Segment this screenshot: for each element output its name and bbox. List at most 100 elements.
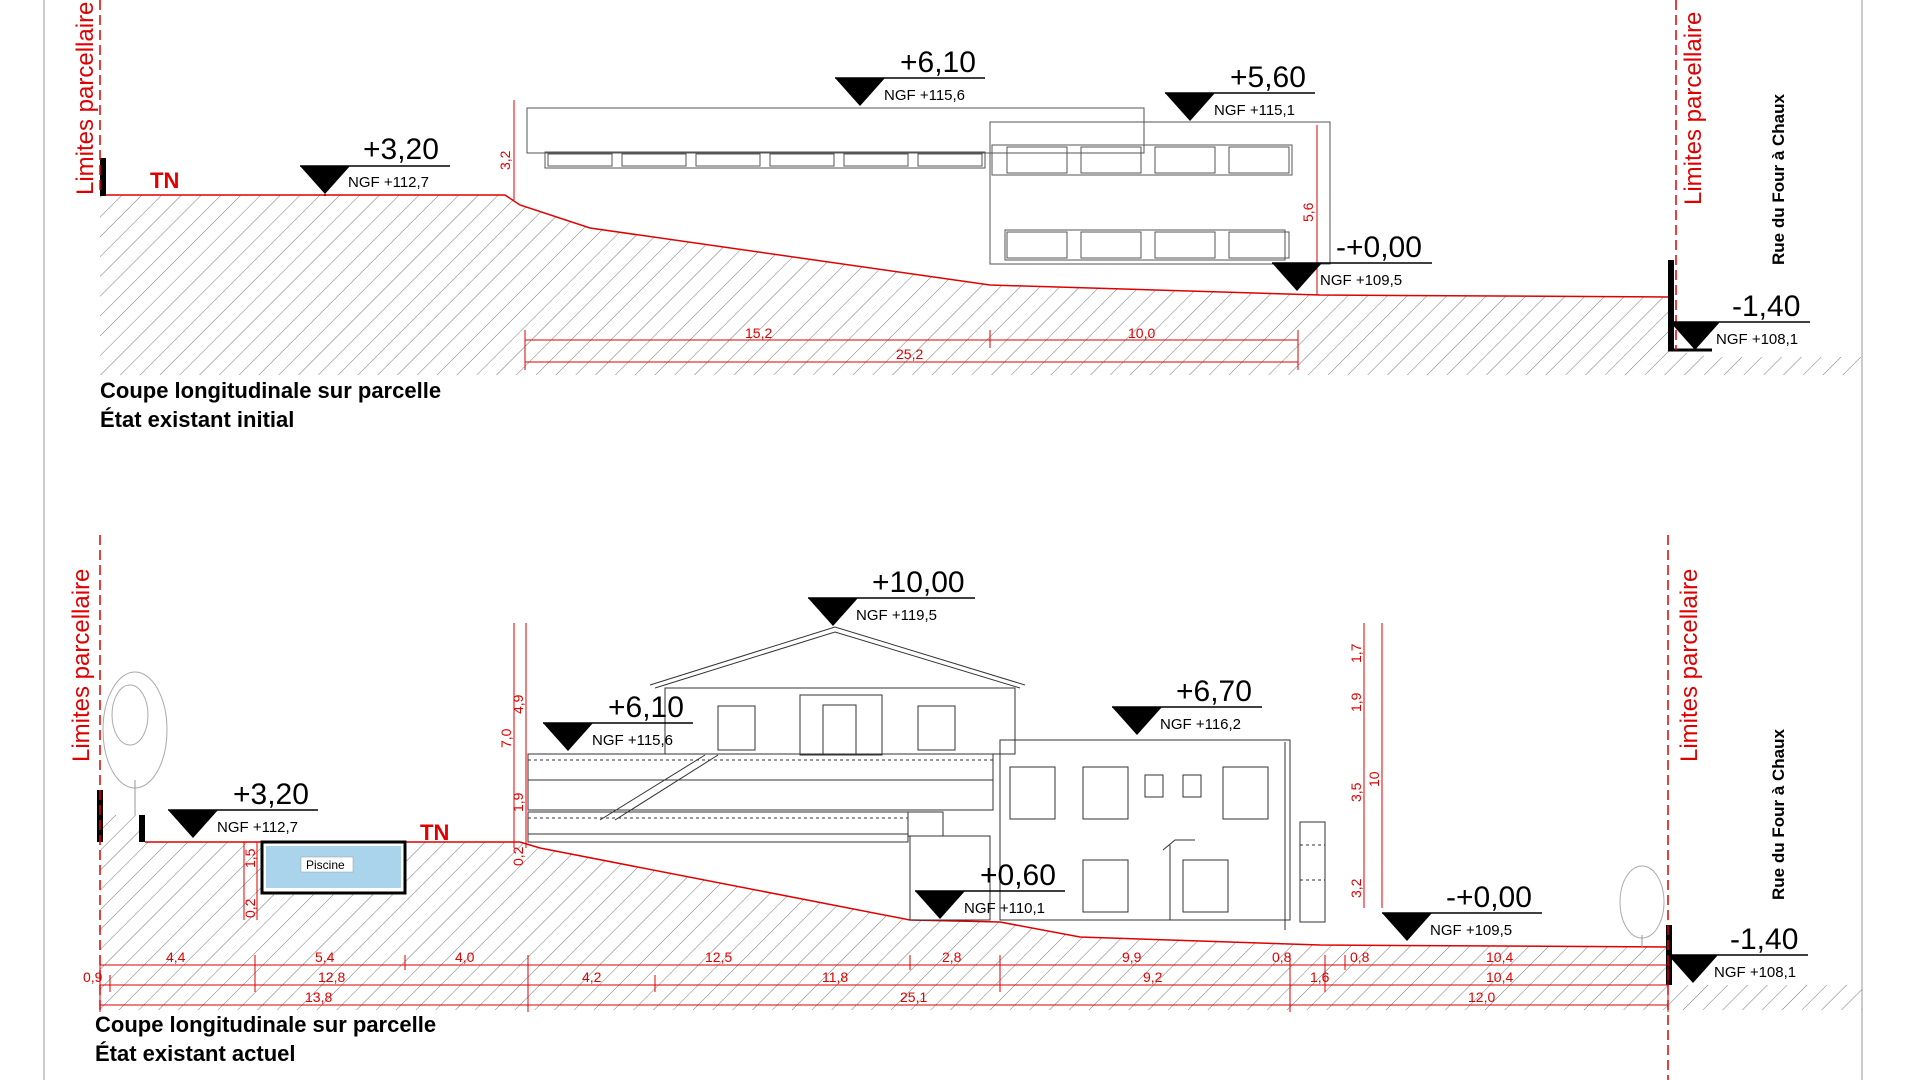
- dim-row1-c: 4,0: [455, 949, 475, 965]
- vdim-h2: 5,6: [1300, 202, 1316, 222]
- level-marker: -+0,00 NGF +109,5: [1382, 881, 1542, 941]
- level-ngf: NGF +115,6: [592, 732, 673, 749]
- level-ngf: NGF +115,1: [1214, 102, 1295, 119]
- street-label: Rue du Four à Chaux: [1769, 94, 1788, 266]
- hdim-d1: 15,2: [745, 325, 772, 341]
- wall-right: [1668, 260, 1674, 350]
- level-value: +0,60: [980, 859, 1056, 892]
- level-marker: +6,70 NGF +116,2: [1112, 675, 1262, 735]
- pool-dim-b: 0,2: [242, 898, 258, 918]
- level-value: +6,10: [608, 691, 684, 724]
- dim-row1-e: 2,8: [942, 949, 962, 965]
- dim-row1-i: 10,4: [1486, 949, 1513, 965]
- level-value: +6,70: [1176, 675, 1252, 708]
- caption-subtitle: État existant initial: [100, 407, 294, 432]
- level-ngf: NGF +112,7: [348, 174, 429, 191]
- dim-row3-a: 13,8: [305, 989, 332, 1005]
- dim-row1-f: 9,9: [1122, 949, 1142, 965]
- pool-dim-a: 1,5: [242, 848, 258, 868]
- vdim-a: 1,7: [1348, 643, 1364, 663]
- level-marker: -1,40 NGF +108,1: [1670, 290, 1810, 350]
- tn-label: TN: [420, 820, 449, 845]
- level-marker: -+0,00 NGF +109,5: [1272, 231, 1432, 291]
- bottom-section: Piscine Limites parcellaire Limites parc…: [68, 535, 1862, 1080]
- building-initial: [526, 107, 1331, 265]
- terrain-line: [145, 841, 1669, 948]
- level-value: -+0,00: [1446, 881, 1532, 914]
- vdim-total: 7,0: [498, 728, 514, 748]
- vdim-c: 3,5: [1348, 782, 1364, 802]
- dim-row2-f: 1,6: [1310, 969, 1330, 985]
- wall-step: [139, 815, 145, 842]
- vdim-d: 3,2: [1348, 878, 1364, 898]
- dim-row1-d: 12,5: [705, 949, 732, 965]
- level-ngf: NGF +108,1: [1714, 964, 1796, 981]
- pool-label: Piscine: [306, 858, 345, 872]
- level-marker: +6,10 NGF +115,6: [543, 691, 693, 751]
- level-marker: -1,40 NGF +108,1: [1668, 923, 1808, 983]
- wall-left: [97, 790, 103, 842]
- building-initial-windows: [547, 146, 1290, 259]
- vdim-a: 4,9: [510, 694, 526, 714]
- limit-label-right: Limites parcellaire: [1680, 12, 1707, 205]
- terrain-hatch: [100, 815, 1862, 1010]
- level-marker: +0,60 NGF +110,1: [915, 859, 1065, 919]
- street-label: Rue du Four à Chaux: [1769, 729, 1788, 901]
- limit-label-left: Limites parcellaire: [72, 2, 99, 195]
- dim-row2-e: 9,2: [1143, 969, 1163, 985]
- dim-row2-c: 4,2: [582, 969, 602, 985]
- dim-row3-c: 12,0: [1468, 989, 1495, 1005]
- terrain-hatch: [100, 195, 1862, 375]
- limit-label-left: Limites parcellaire: [68, 569, 95, 762]
- building-current: [527, 626, 1326, 930]
- vdim-b: 1,9: [510, 792, 526, 812]
- hdim-d2: 10,0: [1128, 325, 1155, 341]
- vdim-b: 1,9: [1348, 692, 1364, 712]
- dim-row2-g: 10,4: [1486, 969, 1513, 985]
- level-ngf: NGF +108,1: [1716, 331, 1798, 348]
- dim-row2-b: 12,8: [318, 969, 345, 985]
- vdim-h1: 3,2: [497, 150, 513, 170]
- level-marker: +10,00 NGF +119,5: [808, 566, 975, 626]
- level-marker: +3,20 NGF +112,7: [300, 133, 450, 196]
- tree-icon: [102, 671, 168, 815]
- level-value: -1,40: [1732, 290, 1800, 323]
- level-ngf: NGF +109,5: [1320, 272, 1402, 289]
- dim-row1-g: 0,8: [1272, 949, 1292, 965]
- vdim-total: 10: [1366, 771, 1382, 787]
- dim-row3-b: 25,1: [900, 989, 927, 1005]
- caption-subtitle: État existant actuel: [95, 1041, 296, 1066]
- dim-row2-a: 0,9: [83, 969, 103, 985]
- level-value: -1,40: [1730, 923, 1798, 956]
- dim-row1-h: 0,8: [1350, 949, 1370, 965]
- level-ngf: NGF +110,1: [964, 900, 1045, 917]
- level-ngf: NGF +112,7: [217, 819, 298, 836]
- level-ngf: NGF +116,2: [1160, 716, 1241, 733]
- level-value: +5,60: [1230, 61, 1306, 94]
- terrain-line: [100, 194, 1671, 298]
- hdim-d3: 25,2: [896, 346, 923, 362]
- level-value: +3,20: [363, 133, 439, 166]
- level-ngf: NGF +119,5: [856, 607, 937, 624]
- level-marker: +6,10 NGF +115,6: [835, 46, 985, 106]
- level-value: +3,20: [233, 778, 309, 811]
- limit-label-right: Limites parcellaire: [1676, 569, 1703, 762]
- level-value: +6,10: [900, 46, 976, 79]
- caption-title: Coupe longitudinale sur parcelle: [95, 1012, 436, 1037]
- tree-icon: [1619, 865, 1665, 947]
- vdim-c: 0,2: [510, 846, 526, 866]
- caption-title: Coupe longitudinale sur parcelle: [100, 378, 441, 403]
- level-value: -+0,00: [1336, 231, 1422, 264]
- level-marker: +5,60 NGF +115,1: [1165, 61, 1315, 121]
- level-ngf: NGF +109,5: [1430, 922, 1512, 939]
- dim-row1-a: 4,4: [166, 949, 186, 965]
- level-value: +10,00: [872, 566, 965, 599]
- dim-row2-d: 11,8: [822, 969, 848, 985]
- wall-left: [100, 158, 106, 196]
- top-section: Limites parcellaire Limites parcellaire …: [72, 0, 1862, 432]
- tn-label: TN: [150, 168, 179, 193]
- level-marker: +3,20 NGF +112,7: [168, 778, 318, 838]
- hdim-ticks: [99, 955, 1669, 1012]
- dim-row1-b: 5,4: [315, 949, 335, 965]
